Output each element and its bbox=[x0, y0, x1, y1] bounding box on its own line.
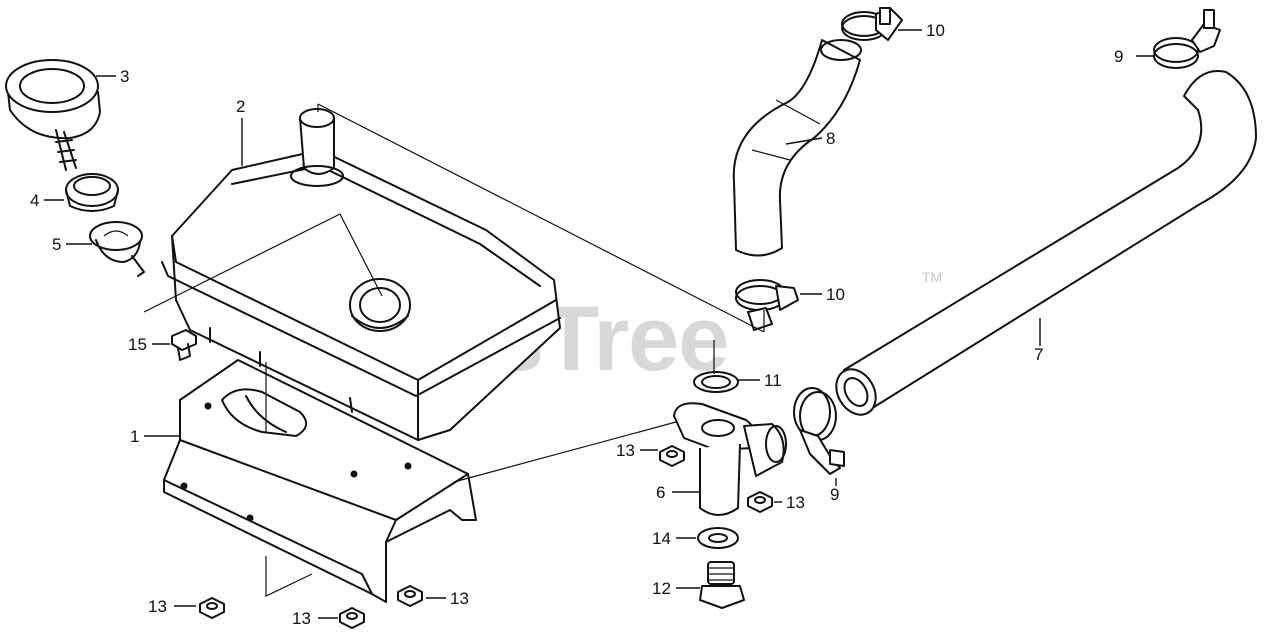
callout-6[interactable]: 6 bbox=[656, 483, 665, 502]
hose-clamp-9-lower-part[interactable] bbox=[793, 387, 845, 475]
fuel-joint-part[interactable] bbox=[673, 402, 787, 516]
watermark-trademark: TM bbox=[922, 269, 942, 285]
callout-8[interactable]: 8 bbox=[826, 129, 835, 148]
washer-14-part[interactable] bbox=[697, 527, 739, 549]
callout-13-bottom[interactable]: 13 bbox=[292, 609, 311, 628]
callout-13-left[interactable]: 13 bbox=[148, 597, 167, 616]
callout-12[interactable]: 12 bbox=[652, 579, 671, 598]
callout-2[interactable]: 2 bbox=[236, 97, 245, 116]
callout-labels: 3 2 4 5 15 1 13 13 13 10 8 10 9 7 11 13 … bbox=[30, 21, 1123, 628]
nut-13-d[interactable] bbox=[339, 607, 365, 629]
fuel-cap-part[interactable] bbox=[5, 59, 101, 171]
callout-13-joint-left[interactable]: 13 bbox=[616, 441, 635, 460]
callout-13-right[interactable]: 13 bbox=[450, 589, 469, 608]
callout-11[interactable]: 11 bbox=[764, 371, 782, 390]
assembly-lines bbox=[143, 103, 765, 597]
drain-plug-part[interactable] bbox=[699, 561, 745, 609]
nut-13-b[interactable] bbox=[747, 491, 773, 513]
leader-lines bbox=[44, 29, 1154, 619]
callout-4[interactable]: 4 bbox=[30, 191, 39, 210]
nut-13-e[interactable] bbox=[397, 585, 423, 607]
long-hose-part[interactable] bbox=[828, 70, 1257, 422]
short-hose-part[interactable] bbox=[732, 39, 862, 257]
callout-3[interactable]: 3 bbox=[120, 67, 129, 86]
hose-clamp-lower-part[interactable] bbox=[735, 279, 799, 331]
callout-9-lower[interactable]: 9 bbox=[830, 485, 839, 504]
nut-13-a[interactable] bbox=[659, 445, 685, 467]
bolt-15-part[interactable] bbox=[171, 329, 197, 361]
hose-clamp-9-upper-part[interactable] bbox=[1153, 9, 1221, 69]
callout-9-upper[interactable]: 9 bbox=[1114, 47, 1123, 66]
nut-13-c[interactable] bbox=[199, 597, 225, 619]
fuel-tank-part[interactable] bbox=[161, 108, 561, 441]
strainer-ring-part[interactable] bbox=[65, 173, 119, 212]
callout-5[interactable]: 5 bbox=[52, 235, 61, 254]
fuel-strainer-part[interactable] bbox=[89, 221, 145, 277]
callout-14[interactable]: 14 bbox=[652, 529, 671, 548]
callout-10-upper[interactable]: 10 bbox=[926, 21, 945, 40]
tank-bracket-part[interactable] bbox=[163, 359, 477, 603]
gasket-11-part[interactable] bbox=[693, 371, 739, 393]
callout-15[interactable]: 15 bbox=[128, 335, 147, 354]
callout-7[interactable]: 7 bbox=[1034, 345, 1043, 364]
callout-13-joint-right[interactable]: 13 bbox=[786, 493, 805, 512]
hose-clamp-upper-part[interactable] bbox=[841, 7, 903, 41]
callout-1[interactable]: 1 bbox=[130, 427, 139, 446]
callout-10-lower[interactable]: 10 bbox=[826, 285, 845, 304]
